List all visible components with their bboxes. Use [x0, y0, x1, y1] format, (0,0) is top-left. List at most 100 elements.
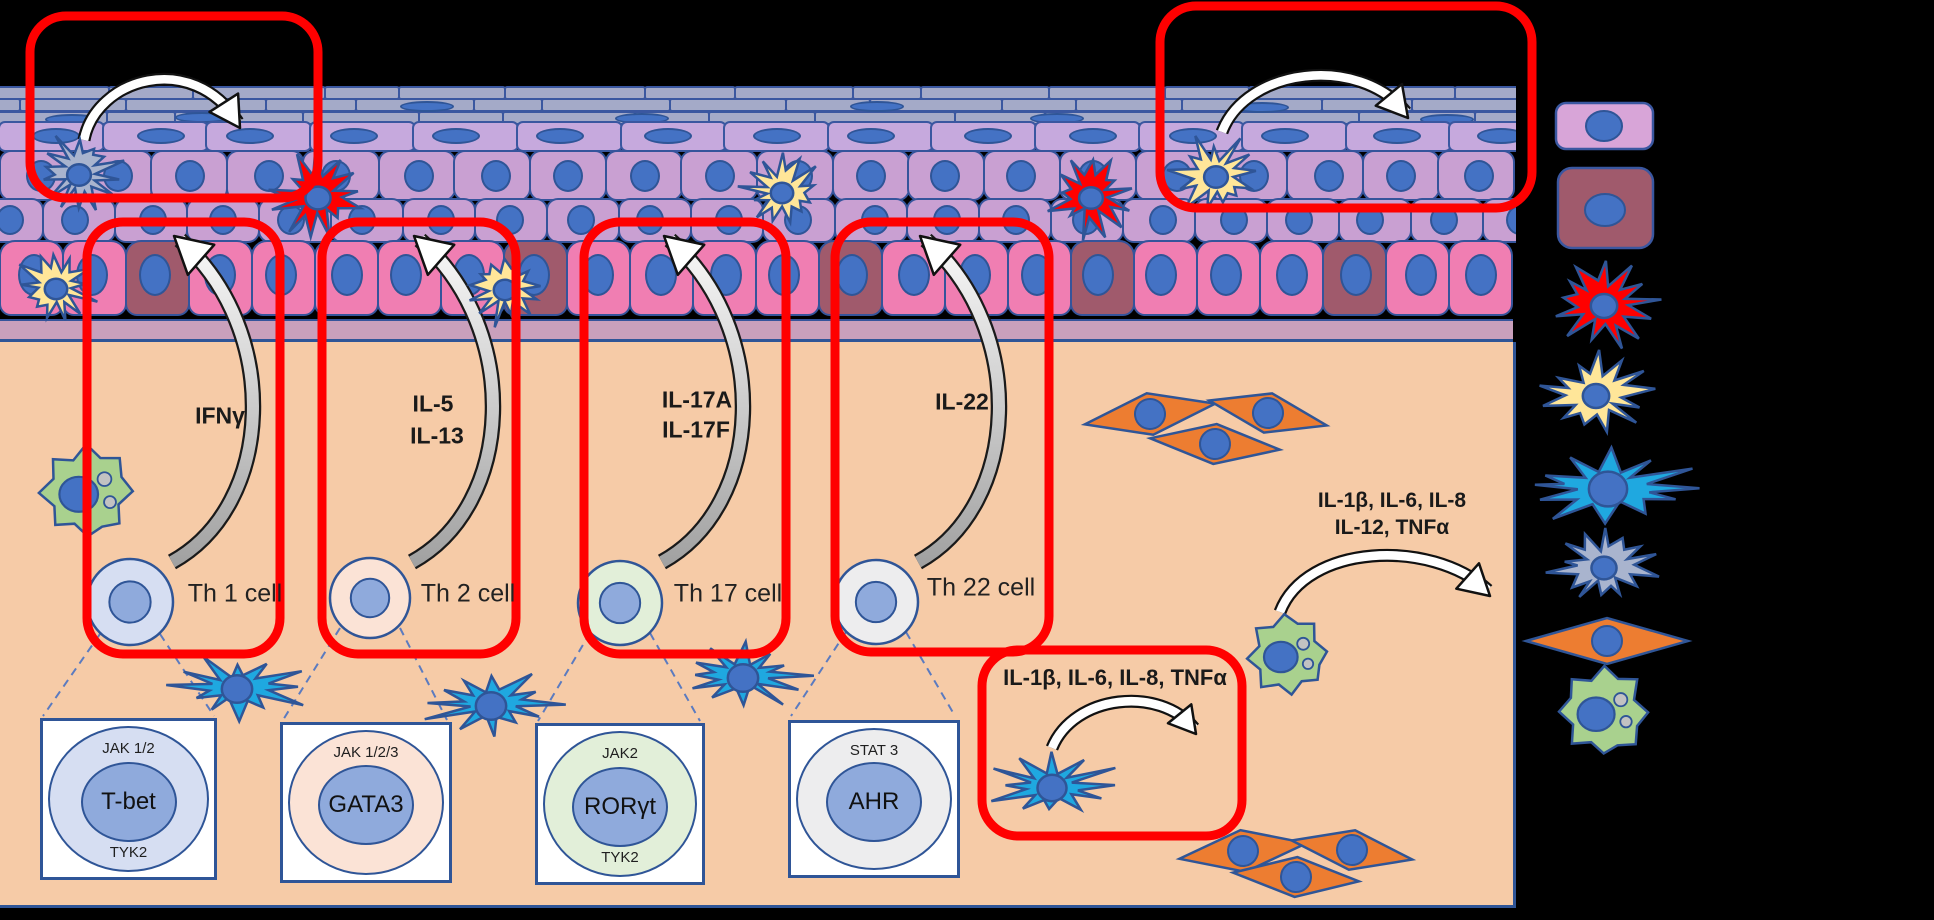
- basale-nucleus: [1276, 254, 1309, 296]
- granulosum-nucleus: [1260, 128, 1309, 144]
- legend-dendritic-cell-icon-vesicle: [1619, 715, 1633, 729]
- blue-inflammatory-cell-nucleus: [220, 673, 254, 705]
- legend-yellow-inflammatory-cell-icon-nucleus: [1581, 382, 1611, 410]
- granulosum-nucleus: [964, 128, 1013, 144]
- th2-cytokine-arrow: [409, 235, 499, 568]
- th1-signaling-cell: JAK 1/2 T-bet TYK2: [48, 726, 209, 872]
- spinosum-nucleus: [929, 160, 960, 192]
- th22-cytokine-arrow: [915, 235, 1005, 568]
- th17-cell-label: Th 17 cell: [673, 579, 783, 608]
- th1-tf-nucleus: T-bet: [80, 761, 177, 842]
- th1-highlight-box: [82, 217, 285, 659]
- th1-signaling-box: JAK 1/2 T-bet TYK2: [40, 718, 217, 880]
- granulosum-nucleus: [1168, 128, 1217, 144]
- granulosum-nucleus: [535, 128, 584, 144]
- spinosum-nucleus: [1385, 160, 1416, 192]
- th22-zoom-line: [905, 631, 956, 717]
- th17-tf-label: RORγt: [584, 792, 656, 820]
- th22-cytokine-arrow-head: [918, 234, 962, 277]
- basale-nucleus: [1082, 254, 1115, 296]
- legend-gray-inflammatory-cell-icon-nucleus: [1590, 555, 1618, 581]
- th1-jak-label: JAK 1/2: [102, 740, 155, 757]
- basale-nucleus: [1209, 254, 1242, 296]
- th17-signaling-cell: JAK2 RORγt TYK2: [543, 731, 697, 877]
- dendritic-cell-vesicle: [103, 495, 117, 509]
- basale-nucleus: [1145, 254, 1178, 296]
- legend-blue-inflammatory-cell-icon-nucleus: [1587, 470, 1629, 508]
- spinosum-nucleus: [1464, 160, 1495, 192]
- th1-cytokine-arrow: [169, 235, 259, 568]
- spinosum-nucleus: [1313, 160, 1344, 192]
- basale-nucleus: [1404, 254, 1437, 296]
- corneum-turnover-arrow-left: [79, 75, 242, 142]
- th22-signaling-box: STAT 3 AHR: [788, 720, 960, 878]
- th17-cell-nucleus: [598, 581, 642, 625]
- th22-highlight-box: [830, 217, 1054, 657]
- th2-highlight-box: [317, 217, 521, 659]
- spinosum-nucleus: [481, 160, 512, 192]
- basale-nucleus: [1465, 254, 1498, 296]
- th17-zoom-line: [649, 632, 701, 722]
- basale-nucleus: [139, 254, 172, 296]
- corneum-turnover-arrow-right-head: [1374, 82, 1410, 120]
- th2-signaling-box: JAK 1/2/3 GATA3: [280, 722, 452, 883]
- th17-signaling-box: JAK2 RORγt TYK2: [535, 723, 705, 885]
- th17-tyk-label: TYK2: [601, 849, 639, 866]
- corneum-highlight-box-left: [25, 11, 323, 203]
- th2-tf-nucleus: GATA3: [318, 765, 414, 846]
- th2-tf-label: GATA3: [328, 791, 404, 819]
- dendritic-secretion-arrow: [1273, 549, 1493, 615]
- spinosum-nucleus: [1149, 205, 1178, 235]
- th2-cytokine-label-1: IL-5: [412, 390, 454, 417]
- corneum-nucleus: [850, 101, 904, 112]
- legend-dendritic-cell-icon-vesicle: [1613, 692, 1629, 708]
- keratinocyte-cell: [1133, 240, 1198, 316]
- corneum-highlight-box-right: [1155, 1, 1537, 213]
- innate-cytokines-label: IL-1β, IL-6, IL-8, TNFα: [1003, 665, 1227, 690]
- th17-cytokine-label-1: IL-17A: [661, 386, 733, 413]
- th22-signaling-cell: STAT 3 AHR: [796, 728, 952, 870]
- dendritic-secretion-arrow: [1275, 551, 1491, 614]
- fibroblast: [1205, 392, 1331, 434]
- granulosum-cell: [101, 121, 209, 152]
- granulosum-nucleus: [329, 128, 378, 144]
- yellow-inflammatory-cell-nucleus: [43, 277, 69, 301]
- th2-jak-label: JAK 1/2/3: [333, 744, 399, 761]
- granulosum-nucleus: [1476, 128, 1516, 144]
- th17-zoom-line: [537, 632, 591, 722]
- th2-cell-label: Th 2 cell: [420, 579, 516, 608]
- yellow-inflammatory-cell-nucleus: [1202, 164, 1230, 190]
- th22-tf-label: AHR: [848, 787, 900, 815]
- spinosum-cell: [453, 150, 532, 201]
- spinosum-nucleus: [704, 160, 735, 192]
- fibroblast: [1287, 828, 1417, 872]
- legend-activated-keratinocyte-icon-nucleus: [1584, 193, 1626, 227]
- spinosum-cell: [1437, 150, 1516, 201]
- fibroblast: [1175, 828, 1311, 874]
- th17-tf-nucleus: RORγt: [572, 766, 668, 847]
- th1-cytokine-arrow: [167, 233, 262, 570]
- th1-tf-label: T-bet: [101, 787, 156, 815]
- th2-signaling-cell: JAK 1/2/3 GATA3: [288, 730, 444, 875]
- th17-highlight-box: [579, 217, 791, 659]
- basale-nucleus: [390, 254, 423, 296]
- blue-inflammatory-cell-nucleus: [726, 662, 760, 694]
- th22-tf-nucleus: AHR: [826, 761, 922, 842]
- innate-cytokine-highlight-box: [977, 645, 1247, 841]
- basement-membrane: [0, 319, 1513, 342]
- dendritic-cell-nucleus: [1262, 640, 1299, 674]
- spinosum-nucleus: [629, 160, 660, 192]
- granulosum-nucleus: [847, 128, 896, 144]
- corneum-turnover-arrow-right: [1217, 71, 1410, 134]
- spinosum-nucleus: [403, 160, 434, 192]
- th1-cytokine-arrow-head: [172, 234, 216, 277]
- spinosum-nucleus: [552, 160, 583, 192]
- th1-zoom-line: [42, 633, 101, 717]
- dendritic-cell-vesicle: [96, 471, 113, 487]
- granulosum-nucleus: [137, 128, 186, 144]
- granulosum-nucleus: [643, 128, 692, 144]
- granulosum-nucleus: [1069, 128, 1118, 144]
- dendritic-secretion-arrow-head: [1455, 562, 1492, 598]
